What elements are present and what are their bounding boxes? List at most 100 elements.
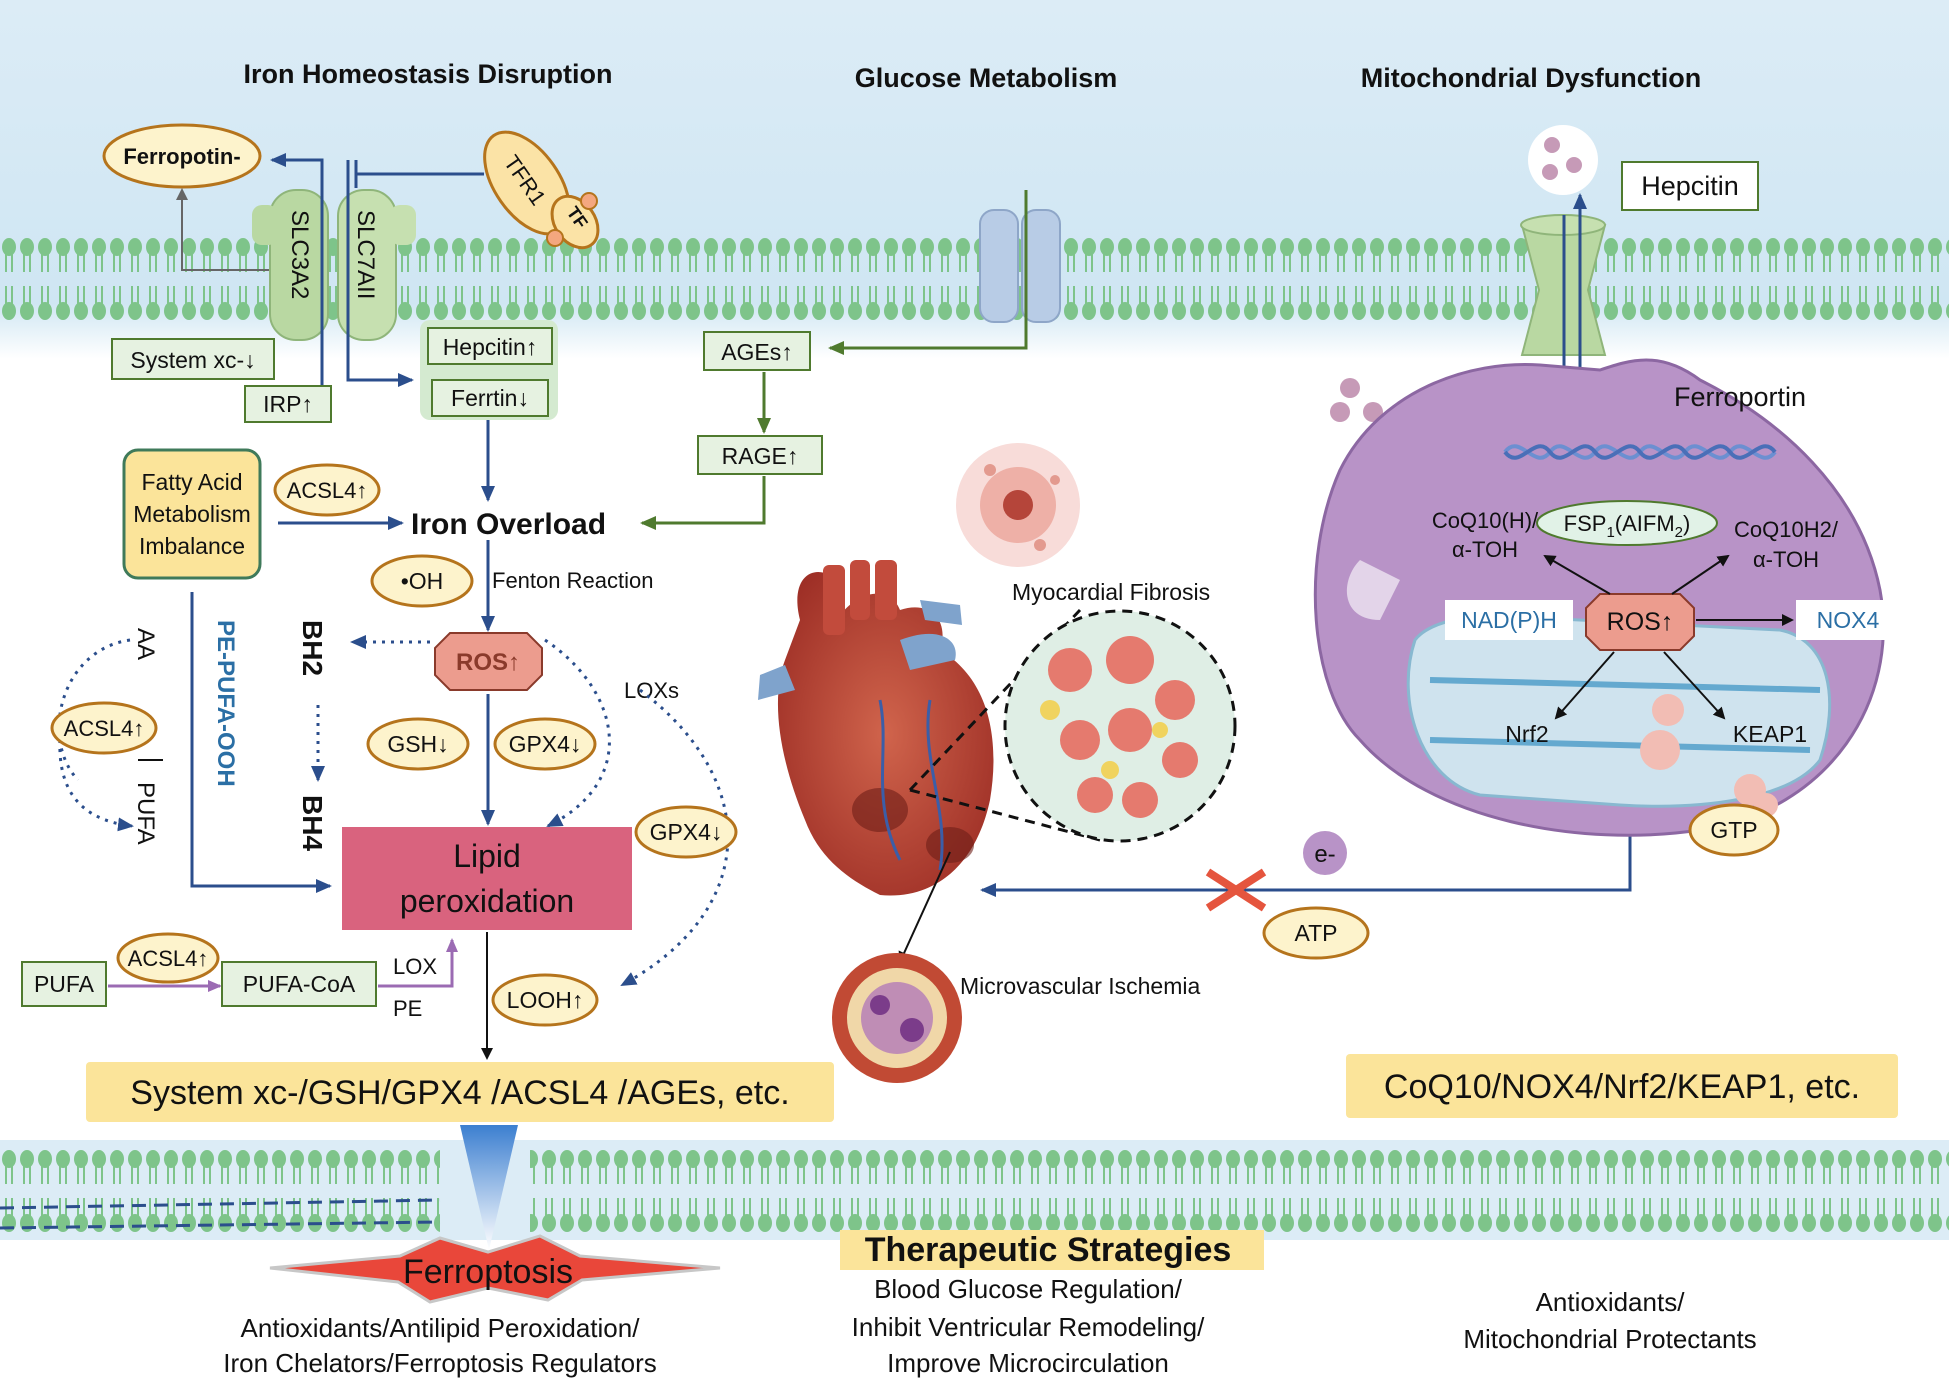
ages-box — [703, 331, 811, 371]
gtp-oval — [1688, 803, 1780, 857]
ferroptosis-burst — [269, 1234, 721, 1304]
ferropotin-label: Ferropotin- — [123, 144, 240, 169]
pufa-box — [21, 961, 107, 1007]
ages-label: AGEs↑ — [721, 339, 793, 365]
acsl4-oval-a — [273, 463, 381, 517]
nox4-box — [1796, 600, 1900, 640]
title-iron: Iron Homeostasis Disruption — [243, 59, 612, 89]
acsl4-oval-b — [50, 701, 158, 755]
mid-strategy-line3: Improve Microcirculation — [887, 1348, 1169, 1378]
ros-right-label: ROS↑ — [1607, 608, 1674, 636]
iron-overload-label: Iron Overload — [411, 508, 606, 541]
right-strategy-line1: Antioxidants/ — [1536, 1287, 1686, 1317]
fibrosis-cell-icon — [956, 443, 1080, 567]
slc3a2-label: SLC3A2 — [286, 210, 313, 299]
fatty-acid-box — [122, 448, 262, 580]
myocardial-fibrosis-label: Myocardial Fibrosis — [1012, 579, 1210, 605]
right-strategy-line2: Mitochondrial Protectants — [1463, 1324, 1756, 1354]
ferrtin-down-label: Ferrtin↓ — [451, 385, 529, 411]
acsl4-b-label: ACSL4↑ — [64, 716, 145, 741]
looh-oval — [491, 973, 599, 1027]
looh-label: LOOH↑ — [507, 987, 584, 1013]
bh2-label: BH2 — [297, 620, 328, 676]
fsp1-label: FSP1(AIFM2) — [1564, 511, 1691, 541]
hepcitin-box — [1621, 161, 1759, 211]
pe-label: PE — [393, 996, 422, 1021]
ferroptosis-label: Ferroptosis — [403, 1253, 573, 1291]
gpx4-b-label: GPX4↓ — [650, 819, 723, 845]
therapeutic-label: Therapeutic Strategies — [865, 1231, 1232, 1269]
acsl4-a-label: ACSL4↑ — [287, 478, 368, 503]
targets-left-label: System xc-/GSH/GPX4 /ACSL4 /AGEs, etc. — [130, 1074, 789, 1112]
loxs-label: LOXs — [624, 678, 679, 703]
system-xc-box — [111, 338, 275, 380]
electron-circle — [1303, 831, 1347, 875]
nox4-label: NOX4 — [1817, 607, 1880, 633]
bh4-label: BH4 — [297, 795, 328, 851]
gtp-label: GTP — [1710, 817, 1757, 843]
atp-oval — [1262, 906, 1370, 960]
acsl4-c-label: ACSL4↑ — [128, 946, 209, 971]
rage-box — [697, 435, 823, 475]
fenton-label: Fenton Reaction — [492, 568, 653, 593]
slc-transporter — [252, 189, 416, 341]
ferropotin-oval — [102, 123, 262, 189]
pe-pufa-ooh-label: PE-PUFA-OOH — [212, 620, 239, 787]
coq10h-line2: α-TOH — [1452, 537, 1518, 562]
microvascular-ischemia-label: Microvascular Ischemia — [960, 973, 1200, 999]
tfr1-receptor: TFR1 TF — [483, 130, 600, 250]
down-arrow — [460, 1125, 518, 1250]
pufa-coa-label: PUFA-CoA — [243, 971, 356, 997]
heart-icon — [758, 560, 994, 896]
electron-label: e- — [1314, 841, 1335, 868]
system-xc-label: System xc-↓ — [130, 347, 255, 373]
acsl4-oval-c — [116, 932, 220, 984]
ros-left-label: ROS↑ — [456, 649, 520, 676]
pufa-label: PUFA — [34, 971, 95, 997]
gpx4-oval-a — [493, 717, 597, 771]
gsh-oval — [366, 717, 470, 771]
irp-box — [244, 385, 332, 423]
hepcitin-label: Hepcitin — [1641, 171, 1739, 201]
bottom-membrane-right — [530, 1150, 1949, 1232]
ros-octagon-right — [1585, 593, 1695, 651]
fatty-acid-line2: Metabolism — [133, 501, 251, 527]
oh-label: •OH — [401, 568, 444, 594]
lipid-line2: peroxidation — [400, 883, 574, 919]
vessel-icon — [832, 953, 962, 1083]
lipid-line1: Lipid — [453, 838, 521, 874]
fatty-acid-line1: Fatty Acid — [142, 469, 243, 495]
gpx4-oval-b — [634, 805, 738, 859]
title-mito: Mitochondrial Dysfunction — [1361, 63, 1702, 93]
lipid-peroxidation-box — [342, 827, 632, 930]
targets-right-box — [1346, 1054, 1898, 1118]
left-strategy-line2: Iron Chelators/Ferroptosis Regulators — [223, 1348, 657, 1378]
gsh-label: GSH↓ — [387, 731, 448, 757]
gpx4-a-label: GPX4↓ — [509, 731, 582, 757]
irp-label: IRP↑ — [263, 391, 313, 417]
ferrtin-down-box — [431, 379, 549, 417]
vesicle — [1528, 125, 1598, 195]
nrf2-label: Nrf2 — [1505, 721, 1548, 747]
ros-octagon-left — [434, 632, 543, 691]
slc7a11-label: SLC7AII — [352, 210, 379, 299]
fsp1-oval — [1536, 500, 1718, 546]
nadph-box — [1445, 600, 1573, 640]
oh-oval — [370, 554, 474, 608]
targets-left-box — [86, 1062, 834, 1122]
title-glucose: Glucose Metabolism — [855, 63, 1118, 93]
pufa-vertical-label: PUFA — [132, 782, 159, 845]
nadph-label: NAD(P)H — [1461, 607, 1557, 633]
left-strategy-line1: Antioxidants/Antilipid Peroxidation/ — [241, 1313, 641, 1343]
rage-label: RAGE↑ — [722, 443, 799, 469]
coq10h2-line2: α-TOH — [1753, 547, 1819, 572]
aa-label: AA — [132, 628, 159, 660]
coq10h2-line1: CoQ10H2/ — [1734, 517, 1839, 542]
lox-label: LOX — [393, 954, 437, 979]
mid-strategy-line2: Inhibit Ventricular Remodeling/ — [852, 1312, 1205, 1342]
keap1-label: KEAP1 — [1733, 721, 1807, 747]
hepcitin-up-label: Hepcitin↑ — [443, 334, 538, 360]
glucose-channel — [979, 209, 1061, 323]
